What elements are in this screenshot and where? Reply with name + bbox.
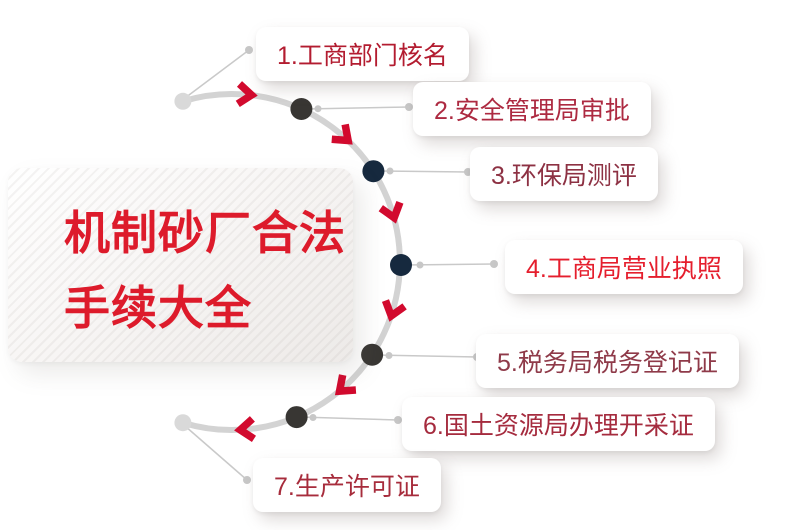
chevron-down-right-icon — [331, 123, 353, 145]
chevron-down-left-icon — [334, 374, 357, 396]
connector-line-1 — [184, 49, 250, 99]
chevron-down-icon — [381, 299, 407, 322]
title-line-2: 手续大全 — [64, 282, 252, 334]
title-card: 机制砂厂合法 手续大全 — [8, 168, 353, 362]
connector-line-2 — [304, 106, 410, 110]
step-node-5 — [361, 343, 384, 366]
step-node-6 — [285, 406, 308, 429]
step-label-1: 1.工商部门核名 — [256, 27, 469, 81]
step-label-3: 3.环保局测评 — [470, 147, 658, 201]
flow-chevrons — [234, 81, 407, 442]
connector-dot — [385, 352, 393, 359]
connector-dot — [490, 260, 498, 268]
connector-dot — [394, 416, 402, 424]
step-node-3 — [362, 160, 385, 183]
chevron-down-icon — [378, 201, 404, 224]
connector-dot — [309, 414, 317, 421]
step-label-7: 7.生产许可证 — [253, 458, 441, 512]
connector-dot — [416, 261, 424, 269]
step-node-1 — [174, 92, 192, 110]
connector-dot — [405, 103, 413, 111]
step-label-4: 4.工商局营业执照 — [505, 240, 743, 294]
step-label-5: 5.税务局税务登记证 — [476, 334, 739, 388]
step-node-2 — [290, 98, 313, 120]
title-line-1: 机制砂厂合法 — [64, 207, 346, 259]
step-label-2: 2.安全管理局审批 — [413, 82, 651, 136]
step-node-4 — [390, 254, 412, 276]
connector-dot — [243, 476, 251, 484]
connector-dot — [245, 46, 253, 54]
chevron-left-icon — [234, 416, 257, 442]
connector-dot — [386, 167, 394, 175]
step-node-7 — [174, 414, 192, 432]
step-label-6: 6.国土资源局办理开采证 — [402, 397, 715, 451]
connector-line-7 — [184, 425, 248, 481]
step-nodes — [174, 92, 412, 432]
chevron-right-icon — [235, 81, 258, 108]
connector-dot — [314, 105, 322, 113]
